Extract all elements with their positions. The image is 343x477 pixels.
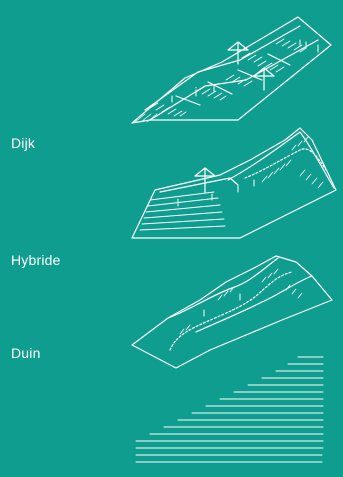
hybrid-block	[132, 128, 336, 238]
dike-block	[132, 17, 331, 123]
water-icon	[136, 357, 323, 462]
path-icon	[170, 272, 292, 350]
parasol-icon	[254, 68, 274, 90]
dune-block	[132, 256, 332, 368]
parasol-icon	[228, 42, 248, 64]
person-icon	[178, 180, 254, 206]
person-icon	[204, 294, 240, 316]
